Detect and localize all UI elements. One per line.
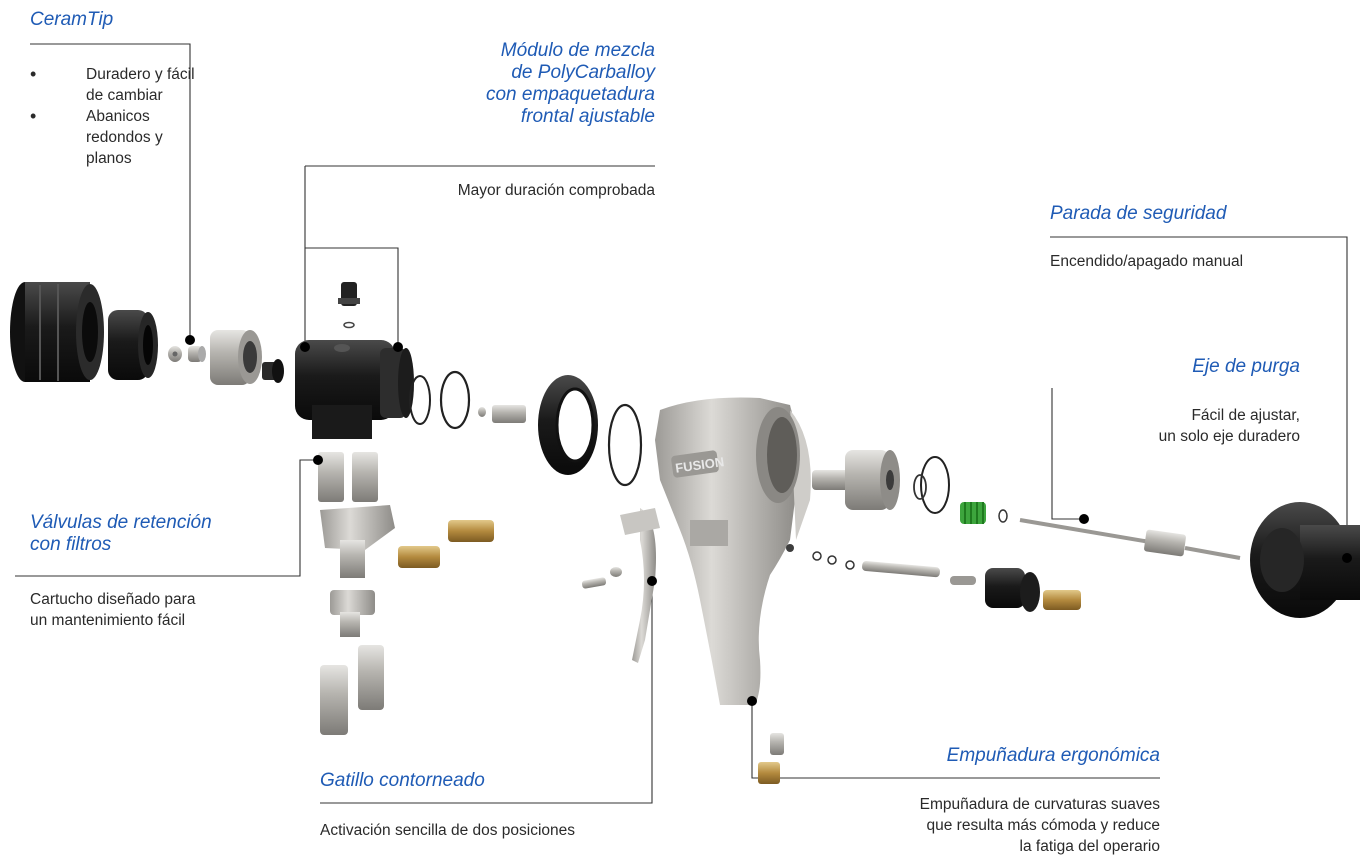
rear-o-ring-icon — [920, 456, 950, 514]
mixing-module-icon — [295, 282, 414, 439]
gun-brand-label: FUSION — [674, 454, 725, 476]
leader-mixing-right — [305, 247, 399, 345]
spring-icon — [960, 502, 986, 524]
leader-safety-stop — [1050, 236, 1348, 556]
metal-ring-icon — [210, 330, 262, 385]
mixing-module-title-line: Módulo de mezcla — [500, 40, 655, 61]
ceramtip-bullet-2: Abanicos redondos y planos — [30, 106, 196, 169]
leader-lines — [15, 43, 1348, 804]
gun-body-icon: FUSION — [655, 397, 811, 705]
retaining-nut-icon — [538, 375, 598, 475]
o-rings-icon — [409, 370, 471, 430]
mixing-module-title-line: de PolyCarballoy — [511, 62, 655, 83]
grip-desc: Empuñadura de curvaturas suaves que resu… — [780, 794, 1160, 857]
small-o-ring-icon — [913, 474, 927, 500]
leader-purge-rod — [1051, 388, 1082, 520]
check-valves-desc: Cartucho diseñado para un mantenimiento … — [30, 589, 195, 631]
front-o-ring-icon — [607, 403, 643, 487]
purge-rod-icon — [1019, 518, 1241, 560]
grip-desc-line: Empuñadura de curvaturas suaves — [919, 796, 1160, 813]
ceramtip-bullets: Duradero y fácil de cambiar Abanicos red… — [30, 64, 196, 169]
trigger-desc: Activación sencilla de dos posiciones — [320, 822, 576, 839]
mixing-module-title-line: con empaquetadura — [485, 84, 655, 105]
check-valves-desc-line: un mantenimiento fácil — [30, 612, 186, 629]
leader-check-valves — [15, 459, 318, 577]
safety-stop-desc: Encendido/apagado manual — [1050, 253, 1244, 270]
trigger-title: Gatillo contorneado — [320, 770, 485, 791]
check-valves-desc-line: Cartucho diseñado para — [30, 591, 196, 608]
trigger-icon — [581, 508, 660, 663]
leader-ceramtip — [30, 43, 191, 338]
safety-stop-title: Parada de seguridad — [1050, 203, 1227, 224]
leader-grip — [751, 703, 1160, 779]
mixing-module-title: Módulo de mezcla de PolyCarballoy con em… — [380, 40, 655, 128]
check-valves-title-line: con filtros — [30, 534, 112, 555]
ceramtip-icon — [168, 346, 206, 362]
check-valve-cluster-icon — [318, 452, 395, 735]
check-valves-title: Válvulas de retención con filtros — [30, 512, 212, 556]
nozzle-cap-icon — [10, 282, 104, 382]
ceramtip-title: CeramTip — [30, 9, 114, 30]
safety-stop-icon — [1250, 502, 1360, 618]
fitting-icon — [478, 405, 526, 423]
air-piston-row-icon — [812, 551, 1081, 612]
purge-rod-desc: Fácil de ajustar, un solo eje duradero — [1060, 405, 1300, 447]
grip-fitting-icon — [758, 733, 784, 784]
piston-icon — [812, 450, 900, 510]
mixing-module-title-line: frontal ajustable — [520, 106, 655, 127]
leader-trigger — [320, 583, 653, 804]
washer-icon — [998, 509, 1008, 523]
purge-rod-desc-line: Fácil de ajustar, — [1191, 407, 1300, 424]
grip-desc-line: que resulta más cómoda y reduce — [926, 817, 1160, 834]
leader-dots — [185, 335, 1352, 706]
grip-desc-line: la fatiga del operario — [1019, 838, 1160, 855]
retaining-ring-icon — [108, 310, 158, 380]
check-valves-title-line: Válvulas de retención — [30, 512, 212, 533]
mixing-module-desc: Mayor duración comprobada — [457, 182, 655, 199]
seal-icon — [262, 359, 284, 383]
ceramtip-bullet-1: Duradero y fácil de cambiar — [30, 64, 196, 106]
grip-title: Empuñadura ergonómica — [946, 745, 1160, 766]
purge-rod-desc-line: un solo eje duradero — [1158, 428, 1300, 445]
brass-fittings-icon — [398, 520, 494, 568]
purge-rod-title: Eje de purga — [1192, 356, 1300, 377]
